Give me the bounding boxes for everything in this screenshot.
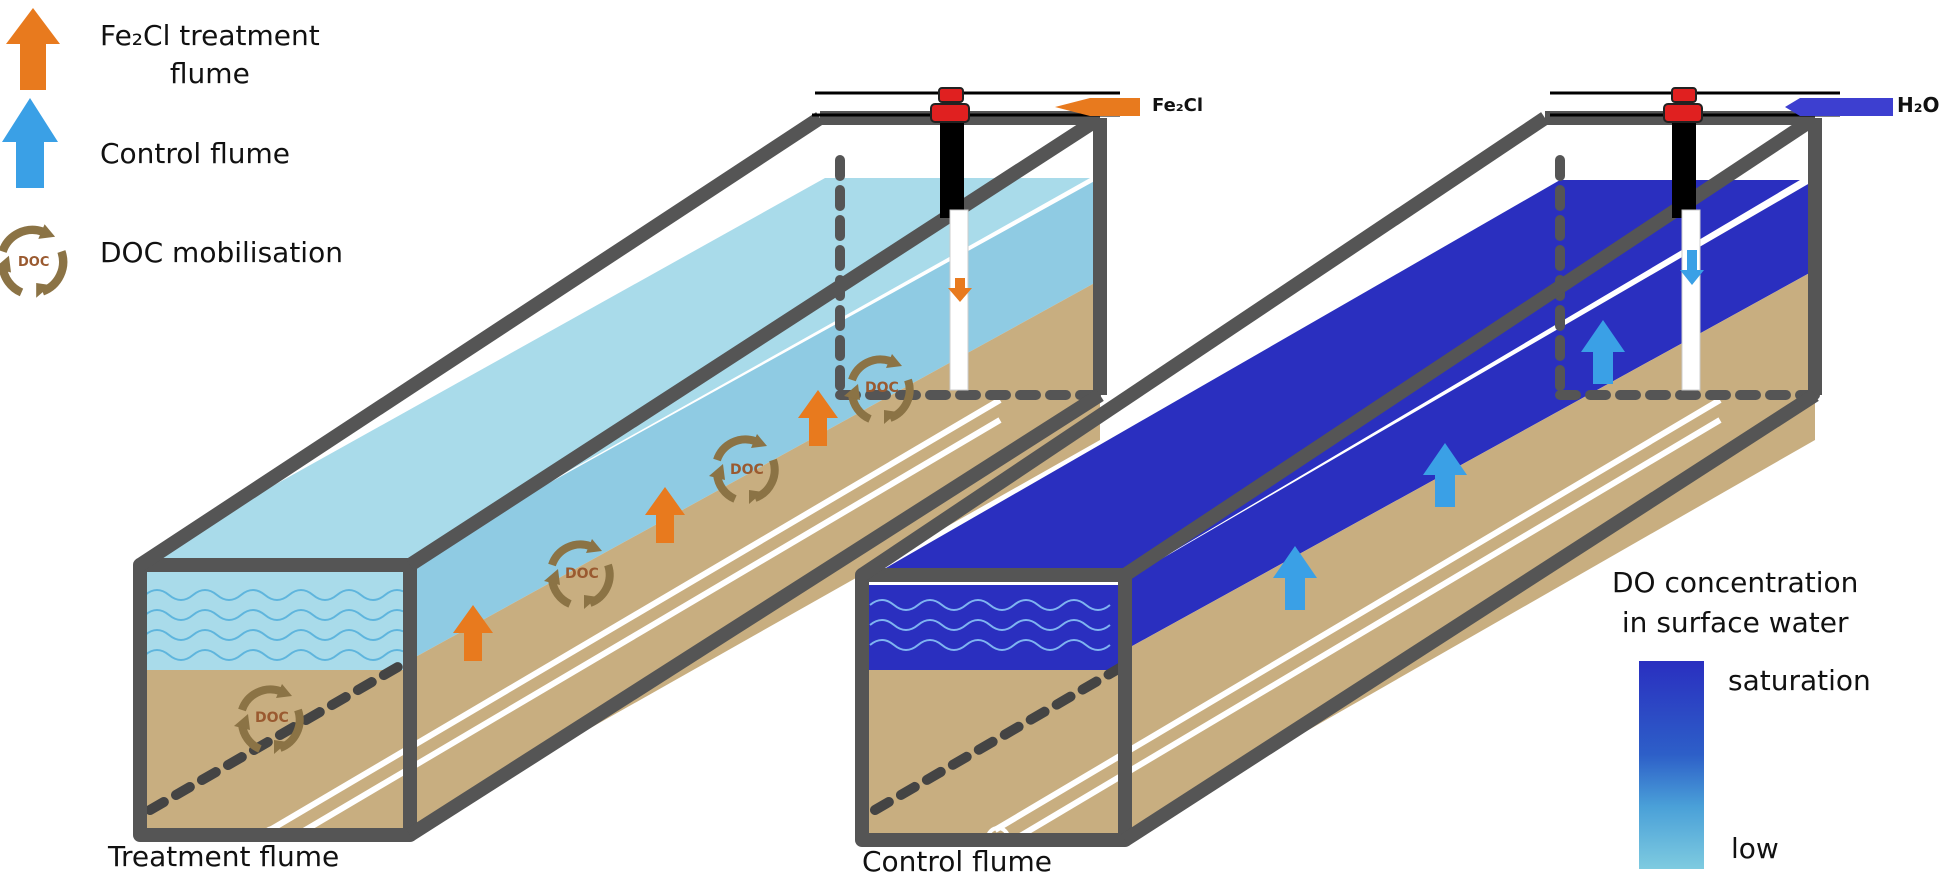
colorbar-high-label: saturation [1728,664,1871,697]
legend-blue-arrow-icon [2,98,58,188]
legend-orange-arrow-icon [6,8,60,90]
treatment-inlet-label: Fe₂Cl [1152,95,1204,116]
control-flume [855,87,1893,850]
doc-badge: DOC [565,566,599,582]
do-colorbar [1639,661,1704,869]
colorbar-title-line1: DO concentration [1612,566,1859,599]
colorbar-low-label: low [1731,832,1779,865]
treatment-flume-label: Treatment flume [108,840,340,873]
doc-badge: DOC [730,462,764,478]
colorbar-title: DO concentration in surface water [1612,563,1858,643]
treatment-flume [133,87,1140,850]
legend-treatment-line1: Fe₂Cl treatment [100,19,320,52]
doc-badge: DOC [865,380,899,396]
legend-control-label: Control flume [100,137,290,170]
control-flume-label: Control flume [862,845,1052,878]
legend-doc-badge: DOC [18,255,50,270]
colorbar-title-line2: in surface water [1621,606,1849,639]
doc-badge: DOC [255,710,289,726]
legend-treatment-line2: flume [169,57,250,90]
control-inlet-label: H₂O [1897,93,1939,117]
legend-treatment-label: Fe₂Cl treatment flume [100,17,320,93]
legend-doc-label: DOC mobilisation [100,236,343,269]
